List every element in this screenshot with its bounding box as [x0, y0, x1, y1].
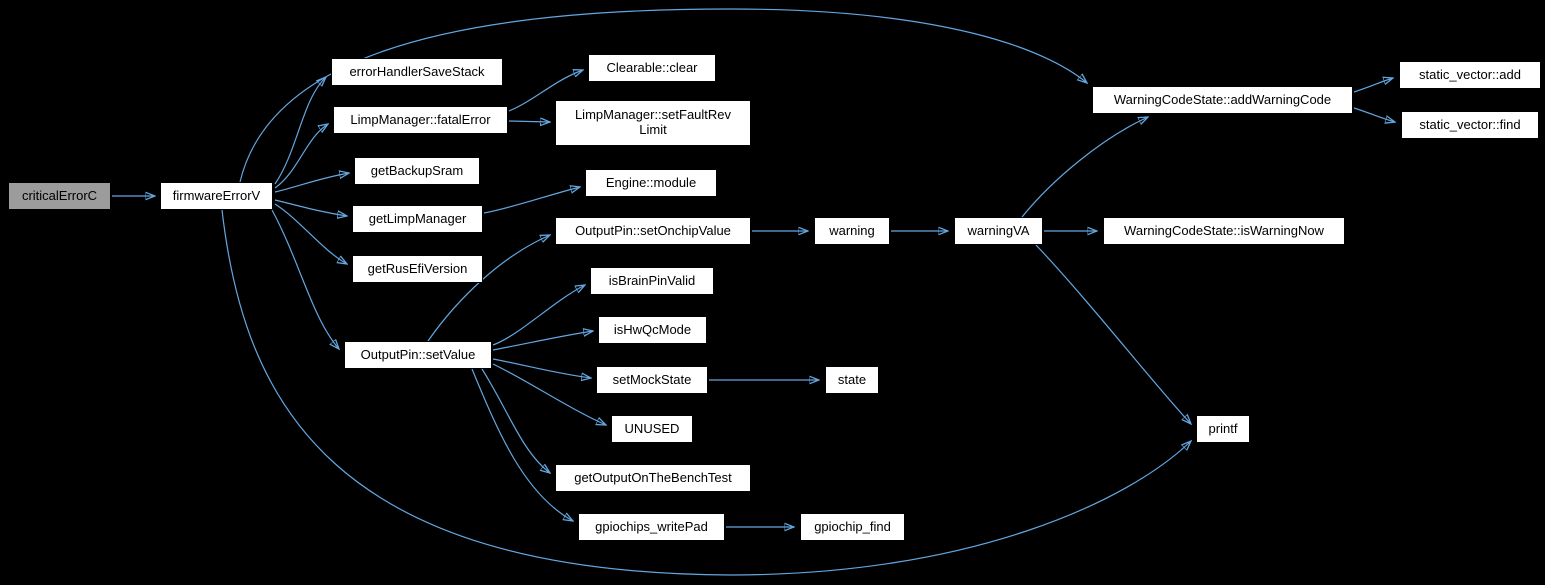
node-getLimpManager[interactable]: getLimpManager [352, 205, 483, 233]
node-gpiochipsWritePad[interactable]: gpiochips_writePad [578, 513, 725, 541]
node-setOnchipValue[interactable]: OutputPin::setOnchipValue [555, 217, 751, 245]
node-setValue[interactable]: OutputPin::setValue [344, 341, 492, 369]
edge-setValue-isBrainPinValid [492, 285, 585, 346]
edge-addWarningCode-staticVectorAdd [1353, 78, 1393, 93]
node-clear[interactable]: Clearable::clear [588, 54, 716, 82]
edge-warningVA-addWarningCode [1021, 117, 1148, 218]
node-state[interactable]: state [825, 366, 879, 394]
edge-firmwareErrorV-addWarningCode [239, 8, 1087, 183]
node-staticVectorFind[interactable]: static_vector::find [1401, 111, 1539, 139]
edge-addWarningCode-staticVectorFind [1353, 107, 1395, 122]
edge-getLimpManager-engineModule [483, 187, 580, 214]
node-errorHandlerSaveStack[interactable]: errorHandlerSaveStack [331, 58, 503, 86]
edge-firmwareErrorV-getLimpManager [274, 199, 347, 216]
node-getBackupSram[interactable]: getBackupSram [354, 157, 480, 185]
node-UNUSED[interactable]: UNUSED [611, 415, 693, 443]
edge-setValue-isHwQcMode [492, 331, 593, 351]
node-firmwareErrorV[interactable]: firmwareErrorV [160, 182, 273, 210]
edge-firmwareErrorV-getRusEfiVersion [274, 203, 347, 264]
node-engineModule[interactable]: Engine::module [585, 169, 717, 197]
node-fatalError[interactable]: LimpManager::fatalError [333, 106, 508, 134]
edge-firmwareErrorV-fatalError [274, 124, 328, 189]
node-addWarningCode[interactable]: WarningCodeState::addWarningCode [1092, 86, 1353, 114]
node-isWarningNow[interactable]: WarningCodeState::isWarningNow [1103, 217, 1345, 245]
edge-firmwareErrorV-getBackupSram [274, 173, 349, 193]
edge-setValue-setOnchipValue [427, 235, 550, 342]
node-isBrainPinValid[interactable]: isBrainPinValid [590, 267, 714, 295]
edge-fatalError-clear [508, 70, 583, 112]
node-staticVectorAdd[interactable]: static_vector::add [1399, 61, 1541, 89]
edge-firmwareErrorV-printf [221, 209, 1191, 576]
node-warning[interactable]: warning [814, 217, 890, 245]
edge-setValue-setMockState [492, 358, 591, 378]
node-gpiochipFind[interactable]: gpiochip_find [800, 513, 905, 541]
node-getOutputOnTheBenchTest[interactable]: getOutputOnTheBenchTest [555, 464, 751, 492]
node-warningVA[interactable]: warningVA [954, 217, 1043, 245]
node-isHwQcMode[interactable]: isHwQcMode [598, 316, 707, 344]
edge-setValue-gpiochipsWritePad [471, 368, 573, 521]
node-criticalErrorC: criticalErrorC [8, 182, 111, 210]
edge-fatalError-setFaultRevLimit [508, 121, 550, 122]
node-printf[interactable]: printf [1196, 415, 1250, 443]
edge-setValue-UNUSED [492, 363, 606, 425]
node-getRusEfiVersion[interactable]: getRusEfiVersion [352, 255, 483, 283]
edge-firmwareErrorV-errorHandlerSaveStack [274, 77, 326, 185]
edge-setValue-getOutputOnTheBenchTest [481, 368, 550, 473]
node-setFaultRevLimit[interactable]: LimpManager::setFaultRev Limit [555, 100, 751, 146]
edge-warningVA-printf [1035, 244, 1191, 424]
edge-firmwareErrorV-setValue [271, 209, 339, 349]
node-setMockState[interactable]: setMockState [596, 366, 708, 394]
